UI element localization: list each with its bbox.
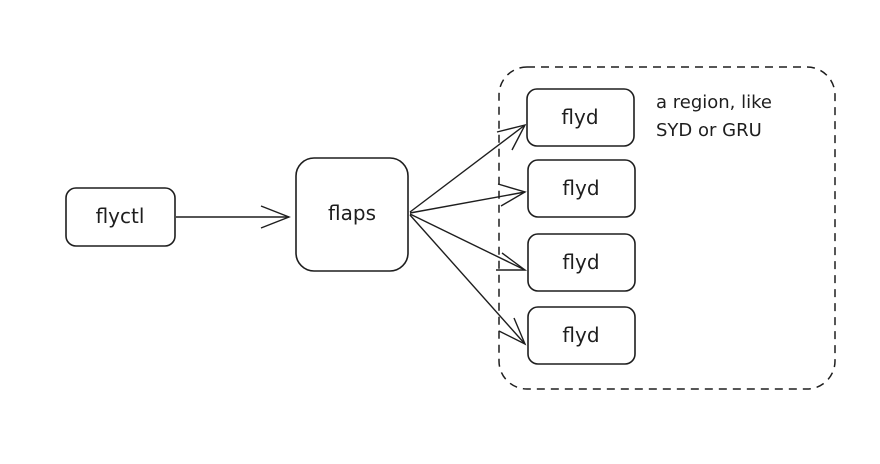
node-flyd-3-label: flyd [562, 250, 599, 274]
node-flyd-3-box [527, 233, 636, 292]
arrowhead-flyd-1 [496, 123, 527, 151]
node-flyd-1: flyd [526, 88, 635, 147]
arrowhead-flyd-4 [498, 317, 527, 346]
node-flaps-label: flaps [328, 201, 376, 225]
node-flyd-1-label: flyd [561, 105, 598, 129]
node-flyctl-box [65, 187, 176, 247]
node-flyd-4-label: flyd [562, 323, 599, 347]
arrowhead-flyd-2 [497, 183, 527, 207]
node-flyd-3: flyd [527, 233, 636, 292]
node-flyd-2-box [527, 159, 636, 218]
node-flyctl-label: flyctl [96, 204, 145, 228]
region-boundary [498, 66, 836, 390]
region-note-line-1: a region, like [656, 92, 772, 113]
node-flyctl: flyctl [65, 187, 176, 247]
node-flyd-4-box [527, 306, 636, 365]
edge-flaps-flyd-3 [409, 213, 526, 271]
edges [176, 123, 528, 346]
arrowhead-flyd-3 [496, 252, 528, 271]
node-flyd-1-box [526, 88, 635, 147]
region-note-line-2: SYD or GRU [656, 120, 762, 141]
node-flyd-2-label: flyd [562, 176, 599, 200]
edge-flaps-flyd-4 [409, 214, 526, 345]
node-flaps: flaps [295, 157, 409, 272]
node-flyd-4: flyd [527, 306, 636, 365]
arrowhead-flaps [260, 205, 291, 229]
node-flyd-2: flyd [527, 159, 636, 218]
edge-flaps-flyd-1 [409, 124, 526, 213]
edge-flaps-flyd-2 [409, 191, 526, 214]
node-flaps-box [295, 157, 409, 272]
